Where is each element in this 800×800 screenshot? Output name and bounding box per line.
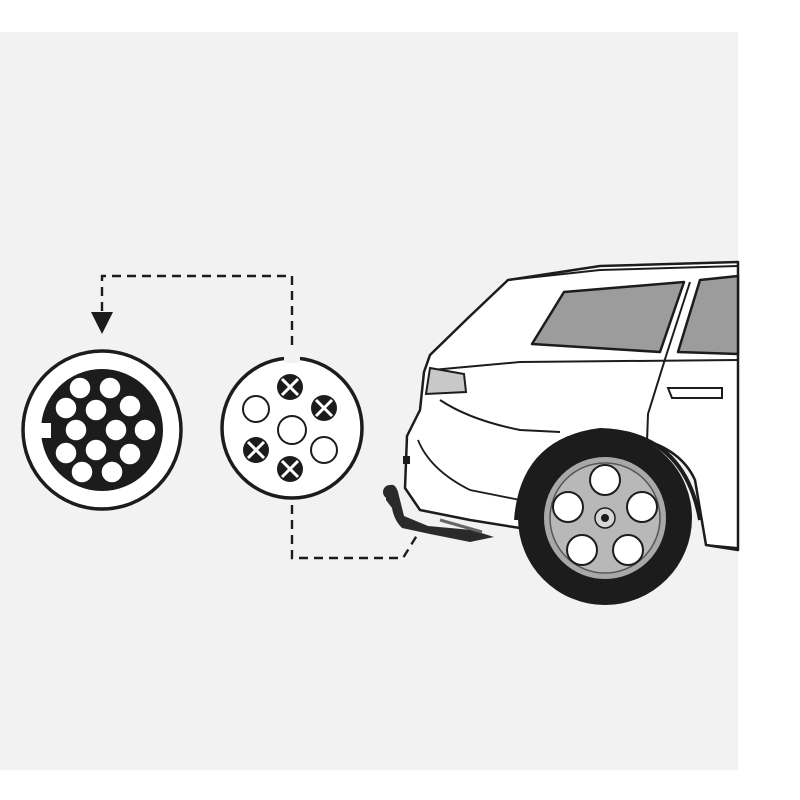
car-rear-icon bbox=[383, 260, 740, 605]
rear-wheel bbox=[518, 431, 692, 605]
13-pin-socket-icon bbox=[21, 349, 183, 511]
dashed-link-icon bbox=[290, 505, 421, 560]
wheel-arch bbox=[514, 427, 702, 521]
7-pin-socket-icon bbox=[220, 354, 364, 500]
crossed-pin-icon bbox=[311, 395, 337, 421]
tow-bar-icon bbox=[383, 484, 494, 542]
crossed-pin-icon bbox=[277, 456, 303, 482]
rear-window bbox=[530, 280, 686, 354]
side-window bbox=[676, 274, 740, 356]
crossed-pin-icon bbox=[277, 374, 303, 400]
tail-light bbox=[424, 366, 468, 396]
door-handle bbox=[666, 387, 723, 399]
crossed-pin-icon bbox=[243, 437, 269, 463]
dashed-arrow-icon bbox=[91, 274, 294, 345]
